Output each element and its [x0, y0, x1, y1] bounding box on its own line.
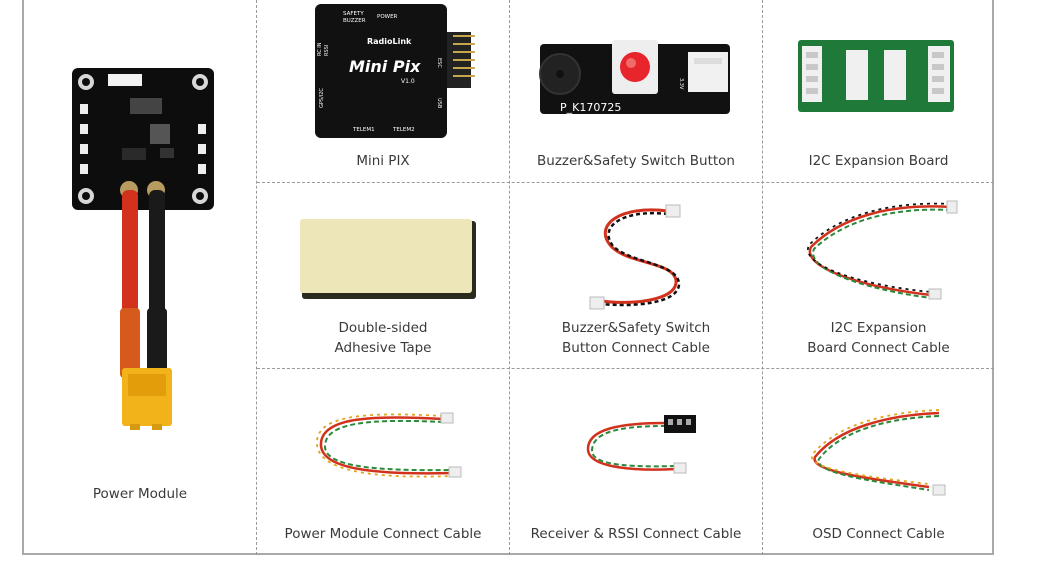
buzzer-cable-caption-line1: Buzzer&Safety Switch [561, 320, 711, 336]
item-i2c-cable: I2C Expansion Board Connect Cable [763, 183, 994, 368]
mini-pix-brand: RadioLink [367, 37, 412, 46]
item-receiver-cable: Receiver & RSSI Connect Cable [510, 369, 762, 555]
item-osd-cable: OSD Connect Cable [763, 369, 994, 555]
buzzer-cable-image [580, 201, 690, 311]
i2c-board-image [798, 40, 958, 116]
power-cable-caption: Power Module Connect Cable [284, 526, 482, 542]
mini-pix-version: V1.0 [401, 78, 415, 85]
item-power-module: Power Module [24, 0, 256, 555]
mini-pix-usb-label: USB [436, 98, 442, 109]
buzzer-board-voltage: 3.3V [678, 78, 684, 90]
mini-pix-rcin-label: RC IN [317, 42, 323, 56]
tape-image [300, 219, 480, 301]
mini-pix-buzzer-label: BUZZER [343, 18, 366, 24]
i2c-cable-image [801, 197, 961, 302]
power-module-image [72, 68, 222, 463]
item-buzzer-switch: P_K170725 3.3V Buzzer&Safety Switch Butt… [510, 0, 762, 182]
buzzer-board-code: P_K170725 [560, 101, 621, 114]
buzzer-cable-caption: Buzzer&Safety Switch Button Connect Cabl… [510, 318, 762, 358]
mini-pix-esc-label: ESC [436, 58, 442, 68]
receiver-cable-caption: Receiver & RSSI Connect Cable [530, 526, 742, 542]
item-buzzer-cable: Buzzer&Safety Switch Button Connect Cabl… [510, 183, 762, 368]
receiver-cable-image [580, 411, 710, 481]
mini-pix-power-label: POWER [377, 14, 398, 20]
buzzer-switch-caption: Buzzer&Safety Switch Button [537, 153, 735, 169]
i2c-cable-caption-line1: I2C Expansion [830, 320, 927, 336]
mini-pix-rssi-label: RSSI [324, 45, 330, 56]
osd-cable-image [809, 407, 949, 497]
osd-cable-caption: OSD Connect Cable [812, 526, 945, 542]
tape-caption-line1: Double-sided [338, 320, 428, 336]
mini-pix-gps-label: GPS/I2C [319, 88, 325, 108]
item-power-cable: Power Module Connect Cable [257, 369, 509, 555]
divider-horizontal-2 [257, 368, 994, 369]
tape-caption: Double-sided Adhesive Tape [257, 318, 509, 358]
item-tape: Double-sided Adhesive Tape [257, 183, 509, 368]
mini-pix-safety-label: SAFETY [343, 11, 364, 17]
buzzer-cable-caption-line2: Button Connect Cable [562, 340, 710, 356]
power-module-caption: Power Module [92, 486, 188, 502]
power-cable-image [313, 412, 463, 483]
i2c-board-caption: I2C Expansion Board [808, 153, 949, 169]
mini-pix-caption: Mini PIX [356, 153, 410, 169]
mini-pix-telem2-label: TELEM2 [392, 127, 415, 133]
divider-vertical-1 [256, 0, 257, 555]
product-grid-frame [22, 0, 994, 555]
mini-pix-image: SAFETY BUZZER POWER RadioLink Mini Pix V… [315, 4, 485, 144]
divider-vertical-2 [509, 0, 510, 555]
divider-vertical-3 [762, 0, 763, 555]
item-mini-pix: SAFETY BUZZER POWER RadioLink Mini Pix V… [257, 0, 509, 182]
mini-pix-name: Mini Pix [349, 57, 421, 76]
tape-caption-line2: Adhesive Tape [334, 340, 432, 356]
buzzer-switch-image: P_K170725 3.3V [539, 38, 740, 118]
i2c-cable-caption-line2: Board Connect Cable [807, 340, 950, 356]
divider-horizontal-1 [257, 182, 994, 183]
mini-pix-telem1-label: TELEM1 [352, 127, 375, 133]
item-i2c-board: I2C Expansion Board [763, 0, 994, 182]
i2c-cable-caption: I2C Expansion Board Connect Cable [763, 318, 994, 358]
